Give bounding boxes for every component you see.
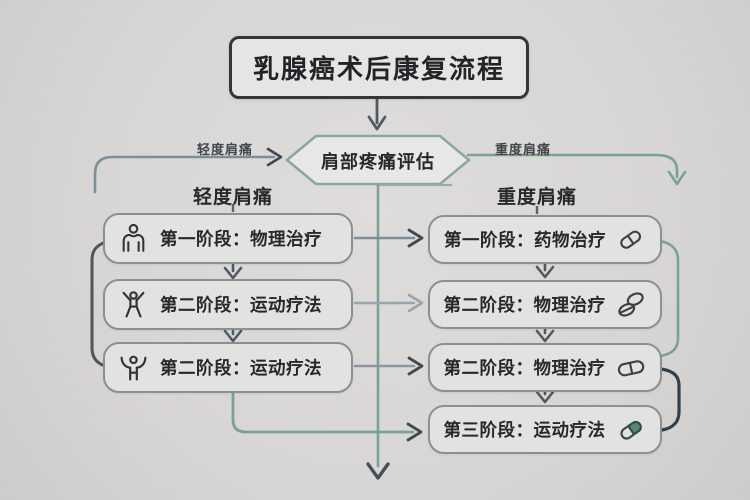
left-bypass-line: [90, 239, 114, 369]
column-header-severe: 重度肩痛: [496, 186, 577, 208]
right-bypass-teal-line: [657, 239, 680, 358]
flow-box-label: 第二阶段：物理治疗: [443, 359, 606, 379]
column-header-mild: 轻度肩痛: [192, 186, 273, 208]
decision-node-label: 肩部疼痛评估: [321, 152, 435, 173]
right-bypass-dark-line: [659, 367, 681, 432]
title-node: 乳腺癌术后康复流程: [229, 36, 529, 99]
arrow-title-to-decision: [367, 95, 387, 131]
left-column-down-arrows: [223, 263, 243, 343]
flow-box-left-2: 第二阶段：运动疗法: [103, 279, 353, 330]
decision-hexagon: [285, 134, 471, 186]
tablets-icon: [615, 289, 647, 321]
flow-box-label: 第三阶段：运动疗法: [443, 421, 606, 441]
flow-box-label: 第一阶段：物理治疗: [160, 230, 322, 250]
person-standing-icon: [118, 223, 149, 254]
flow-box-right-2: 第二阶段：物理治疗: [428, 280, 662, 329]
flow-box-label: 第二阶段：运动疗法: [160, 359, 322, 379]
flow-box-label: 第二阶段：物理治疗: [443, 296, 606, 316]
cross-connector-4: [231, 391, 423, 442]
person-jumping-jack-icon: [118, 289, 149, 320]
page-title: 乳腺癌术后康复流程: [252, 55, 505, 85]
edge-label-severe: 重度肩痛: [494, 143, 551, 158]
flow-continues-arrow: [366, 183, 390, 480]
cross-connector-1: [353, 228, 424, 248]
capsule-horizontal-icon: [615, 352, 647, 384]
flow-box-label: 第一阶段：药物治疗: [444, 231, 606, 251]
cross-connector-2: [353, 293, 424, 313]
capsule-filled-icon: [615, 414, 647, 446]
flow-box-right-1: 第一阶段：药物治疗: [428, 215, 662, 264]
flow-box-right-4: 第三阶段：运动疗法: [428, 405, 662, 454]
edge-severe-branch: [466, 153, 687, 186]
edge-label-mild: 轻度肩痛: [196, 143, 253, 158]
flow-box-label: 第二阶段：运动疗法: [160, 296, 322, 316]
flow-box-left-3: 第二阶段：运动疗法: [103, 342, 353, 393]
cross-connector-3: [353, 356, 424, 376]
flow-box-right-3: 第二阶段：物理治疗: [428, 343, 662, 392]
edge-mild-branch: [93, 147, 283, 194]
person-arms-raised-icon: [118, 352, 149, 383]
flow-box-left-1: 第一阶段：物理治疗: [103, 213, 353, 264]
capsule-icon: [615, 224, 646, 255]
